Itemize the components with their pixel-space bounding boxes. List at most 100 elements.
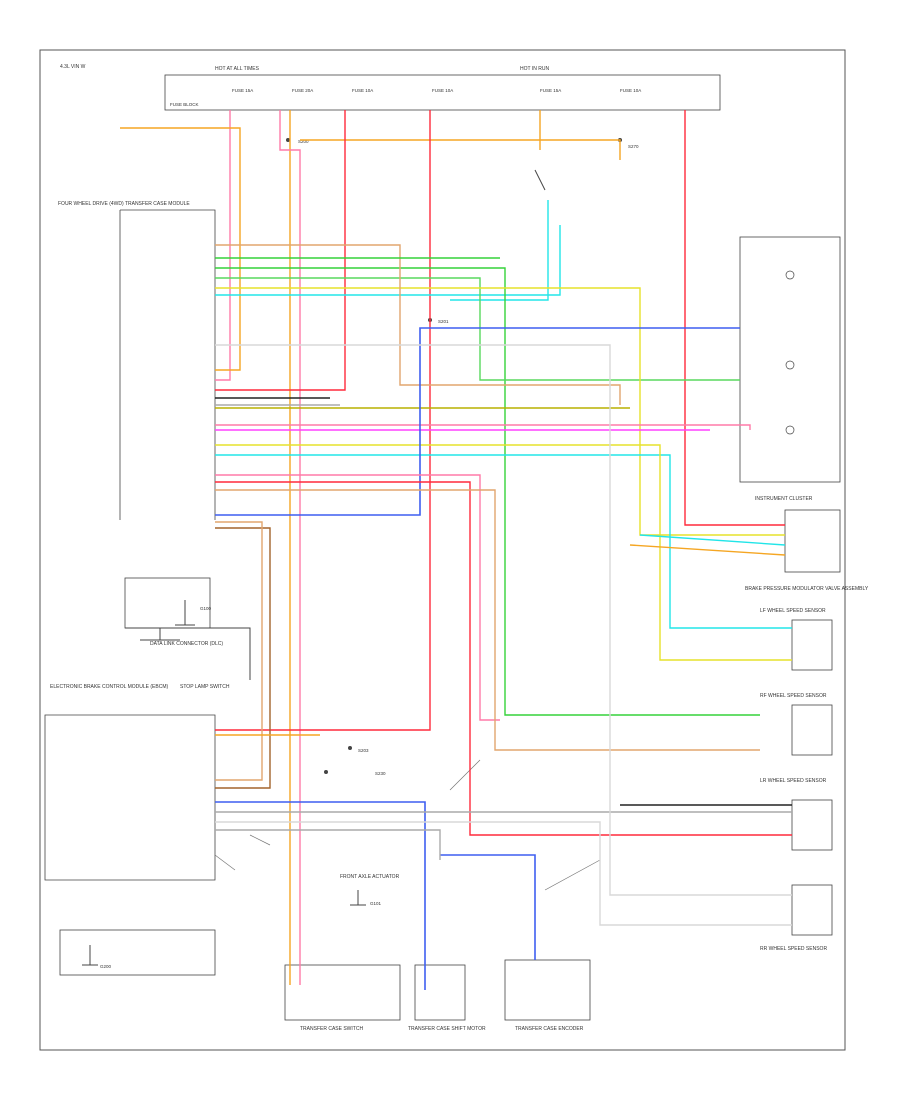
tcm-outline — [119, 209, 216, 520]
fuse-block-outline — [164, 74, 721, 111]
wheel-speed-sensors: LF WHEEL SPEED SENSOR RF WHEEL SPEED SEN… — [760, 608, 833, 952]
ground-label-2: G101 — [370, 901, 382, 906]
dlc-ground — [125, 627, 251, 680]
lamp-symbol-1 — [785, 270, 795, 280]
leader-2 — [544, 859, 601, 891]
wire-15 — [215, 244, 621, 405]
fuse-label-4: FUSE 10A — [432, 88, 453, 93]
grounds: G100 G101 G200 — [82, 169, 546, 969]
wire-26 — [215, 481, 792, 836]
rr-sensor-outline — [791, 884, 833, 936]
transfer-encoder-label: TRANSFER CASE ENCODER — [515, 1026, 584, 1032]
lamp-symbol-2 — [785, 360, 795, 370]
hot-at-all-times-label: HOT AT ALL TIMES — [215, 66, 260, 72]
splice-dot-3 — [348, 746, 352, 750]
front-axle-label: FRONT AXLE ACTUATOR — [340, 874, 400, 880]
wire-13 — [215, 277, 740, 381]
splice-label-4: S230 — [375, 771, 386, 776]
fuse-block-label: FUSE BLOCK — [170, 102, 199, 107]
ebcm-outline — [44, 714, 216, 881]
leader-lines — [214, 759, 601, 891]
wire-31 — [215, 821, 792, 926]
tcm-label: FOUR WHEEL DRIVE (4WD) TRANSFER CASE MOD… — [58, 201, 190, 207]
leader-3 — [249, 834, 271, 846]
wire-28 — [215, 489, 760, 751]
wire-32 — [215, 344, 792, 896]
motor-outline — [414, 964, 466, 1021]
wire-33 — [440, 854, 536, 960]
rr-sensor-label: RR WHEEL SPEED SENSOR — [760, 946, 827, 952]
wire-1 — [215, 110, 231, 381]
bottom-modules: TRANSFER CASE SWITCH TRANSFER CASE SHIFT… — [284, 874, 591, 1032]
rf-sensor-outline — [791, 704, 833, 756]
diagram-frame — [39, 49, 846, 1051]
modulator-label: BRAKE PRESSURE MODULATOR VALVE ASSEMBLY — [745, 586, 869, 592]
splice-label-5: S270 — [628, 144, 639, 149]
ebcm-label: ELECTRONIC BRAKE CONTROL MODULE (EBCM) — [50, 684, 168, 690]
wire-4 — [279, 110, 301, 985]
wire-18 — [215, 424, 751, 430]
wire-7 — [215, 110, 431, 731]
splices: S200 S201 S203 S230 S270 — [286, 138, 639, 776]
wire-2 — [120, 127, 241, 371]
vehicle-speed-buffer — [59, 929, 216, 976]
ground-symbol-3 — [82, 945, 98, 966]
fuse-label-6: FUSE 10A — [620, 88, 641, 93]
lamp-symbol-3 — [785, 425, 795, 435]
ground-symbol-2 — [350, 890, 366, 906]
splice-label-2: S201 — [438, 319, 449, 324]
wire-17 — [215, 444, 792, 661]
ground-label-1: G100 — [200, 606, 212, 611]
wire-14 — [215, 287, 785, 536]
wire-11 — [215, 225, 561, 296]
wire-10 — [450, 200, 549, 301]
cluster-outline — [739, 236, 841, 483]
lr-sensor-outline — [791, 799, 833, 851]
modulator-outline — [784, 509, 841, 573]
ebcm-module: ELECTRONIC BRAKE CONTROL MODULE (EBCM) — [44, 684, 216, 881]
transfer-switch-label: TRANSFER CASE SWITCH — [300, 1026, 363, 1032]
cluster-label: INSTRUMENT CLUSTER — [755, 496, 813, 502]
switch-contact — [534, 169, 546, 191]
fuse-label-1: FUSE 15A — [232, 88, 253, 93]
wire-5 — [300, 139, 621, 160]
header-label: 4.3L VIN W — [60, 64, 86, 70]
fuse-block-top: HOT AT ALL TIMES HOT IN RUN FUSE 15A FUS… — [164, 66, 721, 111]
dlc-label: DATA LINK CONNECTOR (DLC) — [150, 641, 223, 647]
lr-sensor-label: LR WHEEL SPEED SENSOR — [760, 778, 827, 784]
wire-38 — [629, 544, 786, 556]
wire-25 — [215, 521, 263, 781]
encoder-outline — [504, 959, 591, 1021]
wire-16 — [215, 454, 792, 629]
instrument-cluster: INSTRUMENT CLUSTER — [739, 236, 841, 502]
lf-sensor-label: LF WHEEL SPEED SENSOR — [760, 608, 826, 614]
stop-lamp-switch-label: STOP LAMP SWITCH — [180, 684, 230, 690]
brake-modulator: BRAKE PRESSURE MODULATOR VALVE ASSEMBLY — [745, 509, 869, 592]
ground-symbol-1 — [175, 600, 195, 626]
wire-37 — [639, 534, 786, 546]
wire-24 — [215, 527, 271, 789]
wire-layer — [120, 110, 792, 990]
fuse-label-5: FUSE 15A — [540, 88, 561, 93]
dlc-outline — [124, 577, 211, 629]
tcm-module: FOUR WHEEL DRIVE (4WD) TRANSFER CASE MOD… — [58, 201, 216, 520]
leader-1 — [449, 759, 481, 791]
wire-29 — [215, 801, 426, 990]
hot-in-run-label: HOT IN RUN — [520, 66, 549, 72]
wire-12 — [215, 267, 760, 716]
splice-dot-4 — [324, 770, 328, 774]
wire-6 — [215, 110, 346, 391]
lf-sensor-outline — [791, 619, 833, 671]
leader-4 — [214, 854, 236, 871]
vsb-outline — [59, 929, 216, 976]
rf-sensor-label: RF WHEEL SPEED SENSOR — [760, 693, 827, 699]
fuse-label-3: FUSE 10A — [352, 88, 373, 93]
wire-34 — [215, 829, 441, 860]
wire-23 — [215, 327, 740, 516]
transfer-motor-label: TRANSFER CASE SHIFT MOTOR — [408, 1026, 486, 1032]
fuse-label-2: FUSE 20A — [292, 88, 313, 93]
splice-dot-1 — [286, 138, 290, 142]
switch-outline — [284, 964, 401, 1021]
